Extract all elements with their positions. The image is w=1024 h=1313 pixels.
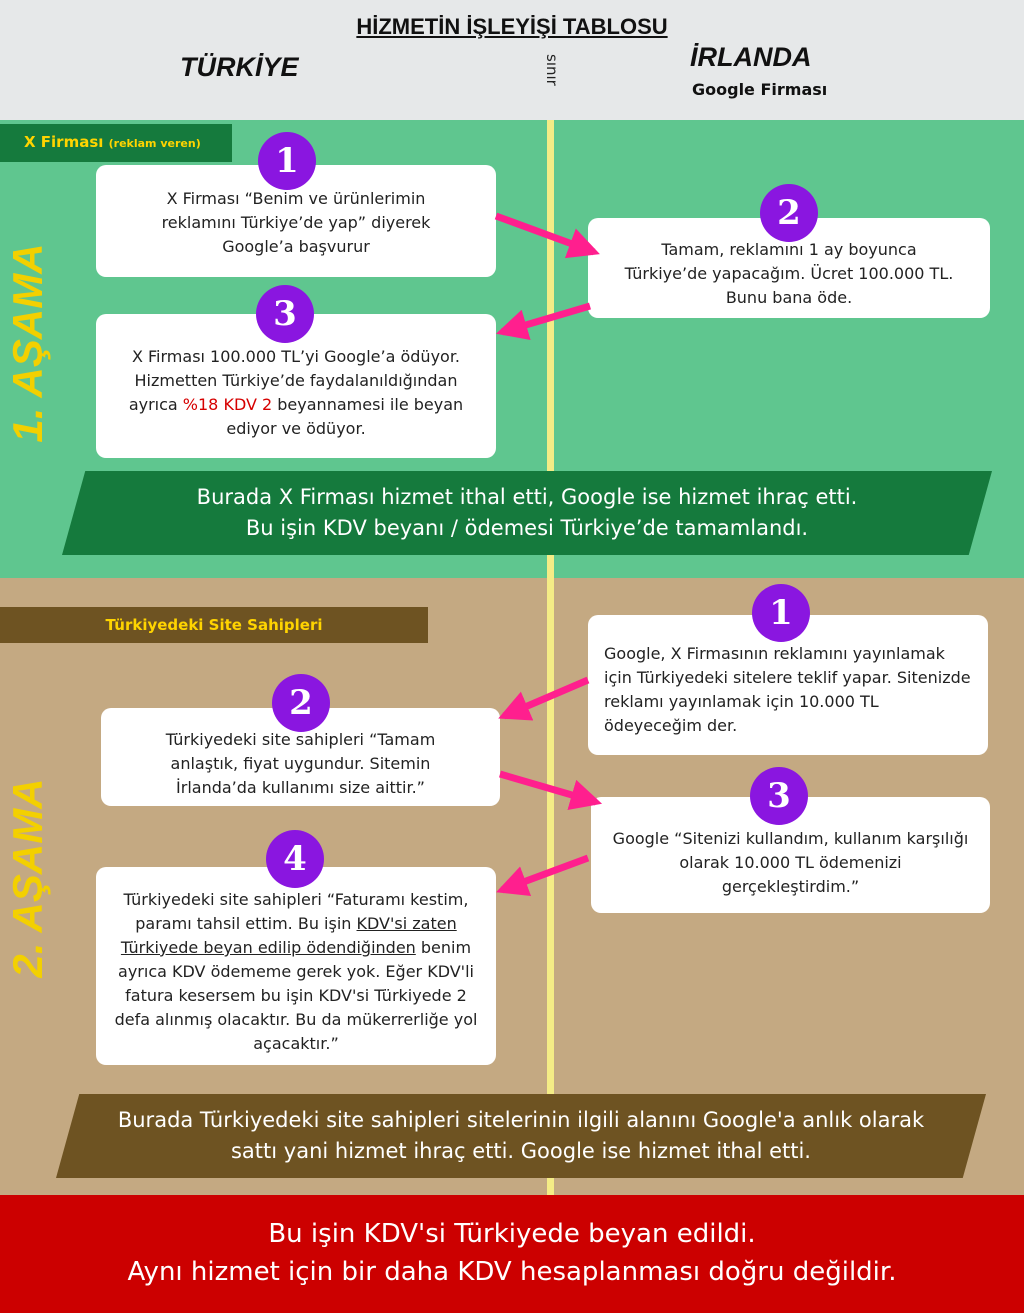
arrow-s1-1-to-2 (494, 212, 600, 259)
stage1-step3-text: X Firması 100.000 TL’yi Google’a ödüyor.… (128, 347, 464, 438)
stage2-step3-badge: 3 (750, 767, 808, 825)
stage2-step4-box: Türkiyedeki site sahipleri “Faturamı kes… (96, 867, 496, 1065)
footer-conclusion: Bu işin KDV'si Türkiyede beyan edildi. A… (0, 1195, 1024, 1313)
header: HİZMETİN İŞLEYİŞİ TABLOSU TÜRKİYE İRLAND… (0, 0, 1024, 120)
stage1-tag-small: (reklam veren) (108, 137, 201, 150)
footer-line1: Bu işin KDV'si Türkiyede beyan edildi. (268, 1219, 756, 1249)
arrow-s2-1-to-2 (498, 676, 590, 721)
border-line (547, 120, 554, 1195)
stage2-step4-text: Türkiyedeki site sahipleri “Faturamı kes… (114, 890, 478, 1053)
page-title: HİZMETİN İŞLEYİŞİ TABLOSU (356, 14, 668, 39)
arrow-s2-3-to-4 (496, 854, 590, 896)
stage2-step2-box: Türkiyedeki site sahipleri “Tamam anlaşt… (101, 708, 500, 806)
stage2-summary-banner: Burada Türkiyedeki site sahipleri sitele… (56, 1094, 986, 1178)
stage2-tag: Türkiyedeki Site Sahipleri (0, 607, 428, 643)
stage1-step2-box: Tamam, reklamını 1 ay boyunca Türkiye’de… (588, 218, 990, 318)
right-company-label: Google Firması (692, 80, 828, 99)
right-country-label: İRLANDA (690, 42, 812, 72)
stage1-step3-badge: 3 (256, 285, 314, 343)
stage1-step1-text: X Firması “Benim ve ürünlerimin reklamın… (161, 189, 431, 256)
kdv-already-paid-note: KDV'si zaten Türkiyede beyan edilip öden… (120, 914, 457, 957)
stage1-tag-main: X Firması (24, 133, 104, 151)
stage1-step2-badge: 2 (760, 184, 818, 242)
stage2-step3-text: Google “Sitenizi kullandım, kullanım kar… (612, 829, 969, 896)
kdv-rate-highlight: %18 KDV 2 (182, 395, 273, 414)
stage2-step2-text: Türkiyedeki site sahipleri “Tamam anlaşt… (165, 730, 436, 797)
stage2-step1-text: Google, X Firmasının reklamını yayınlama… (604, 644, 971, 735)
stage1-summary-banner: Burada X Firması hizmet ithal etti, Goog… (62, 471, 992, 555)
stage1-banner-line1: Burada X Firması hizmet ithal etti, Goog… (196, 485, 858, 509)
left-country-label: TÜRKİYE (180, 52, 299, 82)
arrow-s1-2-to-3 (495, 302, 591, 340)
stage1-tag: X Firması (reklam veren) (0, 124, 232, 162)
stage1-banner-line2: Bu işin KDV beyanı / ödemesi Türkiye’de … (245, 516, 809, 540)
stage2-banner-line1: Burada Türkiyedeki site sahipleri sitele… (117, 1108, 925, 1132)
stage2-step4-badge: 4 (266, 830, 324, 888)
stage2-step3-box: Google “Sitenizi kullandım, kullanım kar… (591, 797, 990, 913)
stage1-step2-text: Tamam, reklamını 1 ay boyunca Türkiye’de… (624, 240, 954, 307)
stage2-step2-badge: 2 (272, 674, 330, 732)
footer-line2: Aynı hizmet için bir daha KDV hesaplanma… (127, 1257, 897, 1287)
stage1-step1-badge: 1 (258, 132, 316, 190)
arrow-s2-2-to-3 (499, 770, 603, 811)
stage2-banner-line2: sattı yani hizmet ihraç etti. Google ise… (230, 1139, 811, 1163)
stage2-step1-badge: 1 (752, 584, 810, 642)
